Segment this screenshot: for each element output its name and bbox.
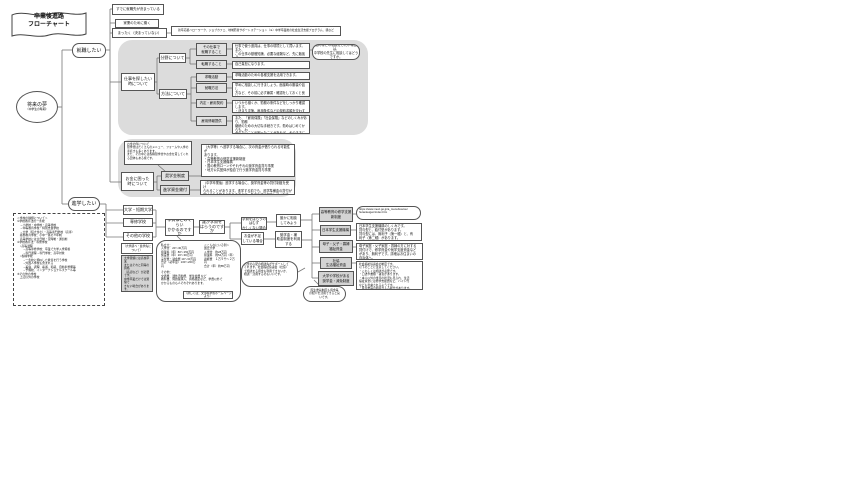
work-item-label: 求職活動 xyxy=(196,73,227,82)
jasso-note: 日本学生支援機構のしくみです。 貸与型と、給付型があります。 貸与型には、無利子… xyxy=(356,223,422,241)
support-box: 高等教育の修学支援 新制度 xyxy=(319,207,353,222)
school-option-box: 大学・短期大学 xyxy=(123,205,153,215)
undecided-box: まったく（決まっていない） xyxy=(112,28,167,38)
who-pays-box: 誰が学費を はらうのですか xyxy=(199,220,225,234)
ribbon-shape-icon xyxy=(11,12,87,37)
work-item-label: 転職すること xyxy=(196,60,227,69)
uni-note-box: 大学受験には高校卒業 またはそれと同等の資格 （高認など）が必要です。 中学卒業… xyxy=(121,255,153,292)
start-label: 将来の夢 xyxy=(26,102,47,109)
start-sub: （中学生の時期） xyxy=(25,107,49,112)
page-title: 卒業後進路フローチャート xyxy=(9,14,89,29)
fee-ok-box: 学費をはらうのはむず かしくない場合 xyxy=(241,217,267,230)
work-item-desc: また、「雇用保険」「社会保険」などのしくみがあり、勤務 継続のための大切な手続き… xyxy=(232,115,310,134)
scholarship-desc: （大学等）へ進学する場合に、次の資金が借りられる可能性が あります。 ・高等教育… xyxy=(201,144,295,177)
fee-short-box: お金が不足 している場合 xyxy=(241,232,264,245)
fee-question-box: 学費はどのくらい かかるのですか xyxy=(165,219,194,236)
support-services-box: 新卒応援ハローワーク、ジョブカフェ、地域若者サポートステーション（※）中学卒業後… xyxy=(171,26,341,36)
seikatsu-note: 社会福祉協議会の制度です。 以下のことに注意してください。 ・くわしくは相談が必… xyxy=(356,261,423,290)
boshi-note: 母子家庭・父子家庭・寡婦の方に対する 貸付けで、修学資金や就学支度資金など があ… xyxy=(356,243,423,260)
method-topic-box: 方法について xyxy=(159,89,187,99)
teacher-callout: 悩みなどの相談をしたい場合は、 中学校の先生に相談してはどうですか。 xyxy=(312,44,360,60)
branch-study-node: 進学したい xyxy=(68,197,100,211)
work-item-desc: いつから働くか、勤務の条件などをしっかり確認します。 ・決まり次第、雇用条件など… xyxy=(232,100,310,113)
title-line2: フローチャート xyxy=(28,21,70,28)
support-box: 母子・父子・寡婦 福祉資金 xyxy=(319,240,353,253)
work-item-desc: 早めに相談しに行きましょう。面接時の服装や話し 方など、その前に必ず練習・確認を… xyxy=(232,82,310,97)
school-option-box: その他の学校 xyxy=(123,232,153,241)
family-work-box: 家業のために働く xyxy=(115,19,159,28)
work-item-label: 就職方法 xyxy=(196,83,227,93)
mext-url-bubble: https://www.mext.go.jp/a_menu/koutou/ hu… xyxy=(356,206,421,220)
use-support-box: 奨学金・補 助金制度を利用 する xyxy=(275,231,302,248)
title-ribbon: 卒業後進路フローチャート xyxy=(9,7,89,41)
work-item-label: 雇用情報提供 xyxy=(196,116,227,126)
job-decided-box: すでに就職先が決まっている xyxy=(112,4,164,15)
consult-box: 誰かに相談 してみよう xyxy=(276,214,301,227)
title-line1: 卒業後進路 xyxy=(33,14,64,20)
scholarship-box: 奨学金制度 xyxy=(161,171,189,181)
support-box: 社協 生活福祉資金 xyxy=(320,257,352,269)
shakyo-bubble: お金の心配の相談先がサポートして くれます。社会福祉協議会（社協） で相談する資… xyxy=(241,261,298,287)
work-item-desc: 自己負担になります。 xyxy=(232,61,310,69)
money-note: お金の件について 奨学金はたくさんのメニュー、フォームや入学の 手続きも多くあり… xyxy=(124,141,192,165)
school-option-box: 専修学校 xyxy=(123,218,153,227)
minsei-bubble: 民生委員制度も資金等 の紹介を活用できると良 いです。 xyxy=(303,286,346,302)
money-topic-box: お金に困った 時について xyxy=(121,172,154,191)
cost-national: ＜こんなにいる例＞ 国立大学 入学金 約28万円 授業料 約54万円（年） 諸経… xyxy=(204,243,236,268)
cost-other: その他： 交通費、課外活動費、学生会費 など 教科書、問題集購入、資格検定など、… xyxy=(161,270,223,285)
loan-desc: （中学卒業後）進学する場合に、奨学資金等の貸付制度を受け られることがあります。… xyxy=(200,180,295,195)
work-item-label: 内定・雇用契約 xyxy=(196,99,227,108)
support-box: 日本学生支援機構 xyxy=(320,225,351,236)
loan-box: 進学資金貸付 xyxy=(160,185,190,195)
cost-private: 私立大： 入学金 20～30万円 授業料（年）80～150万円 施設費（年）20… xyxy=(161,243,196,268)
uni-note-label: （大学調べ・進学先に ついて） xyxy=(121,243,153,254)
school-legend-box: ＜学校の種類について＞ ①学校教育法の一条校 →小学校・中学校・高等学校 →中等… xyxy=(13,213,105,306)
support-box: 大学や学校がある 奨学金・減免制度 xyxy=(318,271,354,286)
job-search-topic-box: 仕事を探したい 時について xyxy=(121,73,155,91)
work-item-desc: 仕事で使う道具は、仕事の環境として買います。また、 この仕事の基礎知識、必要な経… xyxy=(232,43,310,58)
cost-source-box: （詳しくは：文部科学省ホームページより） xyxy=(183,291,233,299)
work-item-label: その仕事で 就職すること xyxy=(196,43,227,56)
field-topic-box: 分野について xyxy=(159,53,186,63)
branch-work-node: 就職したい xyxy=(72,43,106,58)
work-item-desc: 求職活動のための各種支援を活用できます。 xyxy=(232,72,310,80)
start-oval: 将来の夢 （中学生の時期） xyxy=(16,91,58,123)
